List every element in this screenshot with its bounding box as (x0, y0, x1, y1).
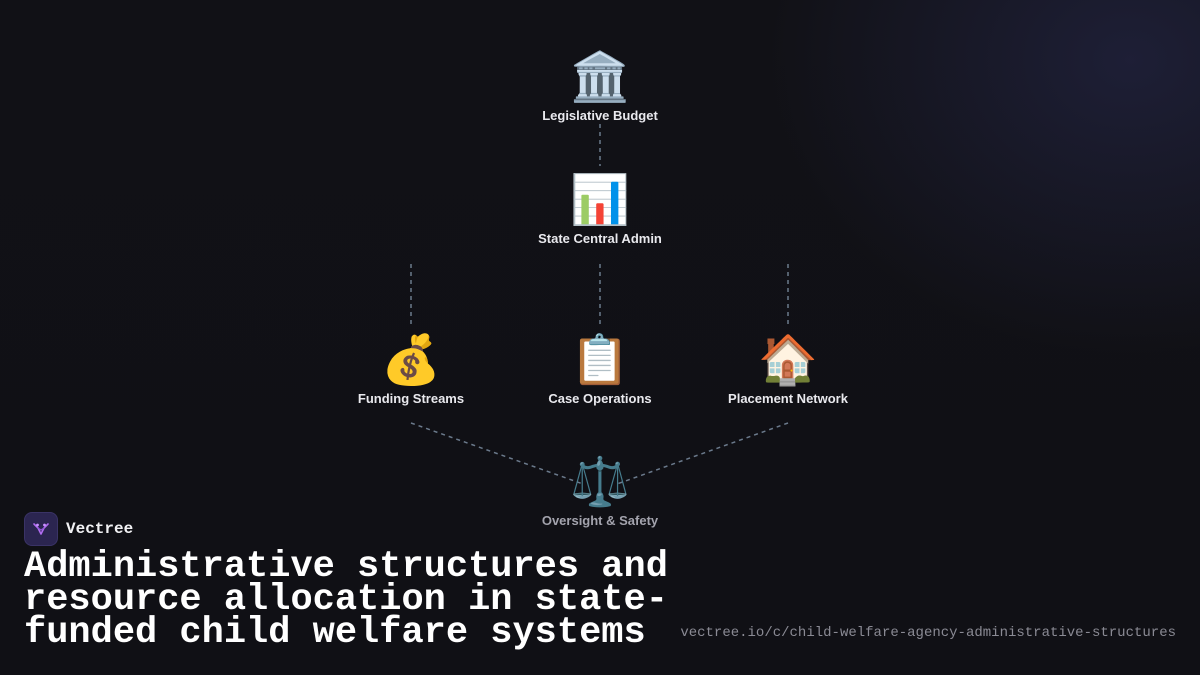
vectree-logo-icon (24, 512, 58, 546)
node-label: Legislative Budget (542, 108, 658, 123)
node-label: Funding Streams (357, 391, 465, 406)
node-label: Case Operations (548, 391, 652, 406)
page-title: Administrative structures and resource a… (24, 546, 668, 654)
edge-placement-to-oversight (616, 422, 789, 485)
node-label: State Central Admin (538, 231, 662, 246)
node-label: Oversight & Safety (541, 513, 659, 528)
balance-scale-icon: ⚖️ (570, 456, 630, 509)
brand[interactable]: Vectree (24, 512, 133, 546)
page-url[interactable]: vectree.io/c/child-welfare-agency-admini… (680, 625, 1176, 641)
clipboard-icon: 📋 (570, 334, 630, 387)
classical-building-icon: 🏛️ (570, 51, 630, 104)
bar-chart-icon: 📊 (570, 174, 630, 227)
node-placement-network[interactable]: 🏠 Placement Network (688, 333, 888, 406)
node-label: Placement Network (728, 391, 848, 406)
house-icon: 🏠 (758, 334, 818, 387)
node-state-central-admin[interactable]: 📊 State Central Admin (500, 173, 700, 246)
node-legislative-budget[interactable]: 🏛️ Legislative Budget (500, 50, 700, 123)
node-oversight-safety[interactable]: ⚖️ Oversight & Safety (500, 455, 700, 528)
brand-name: Vectree (66, 520, 134, 538)
money-bag-icon: 💰 (381, 334, 441, 387)
node-case-operations[interactable]: 📋 Case Operations (500, 333, 700, 406)
node-funding-streams[interactable]: 💰 Funding Streams (311, 333, 511, 406)
edge-funding-to-oversight (410, 422, 584, 485)
